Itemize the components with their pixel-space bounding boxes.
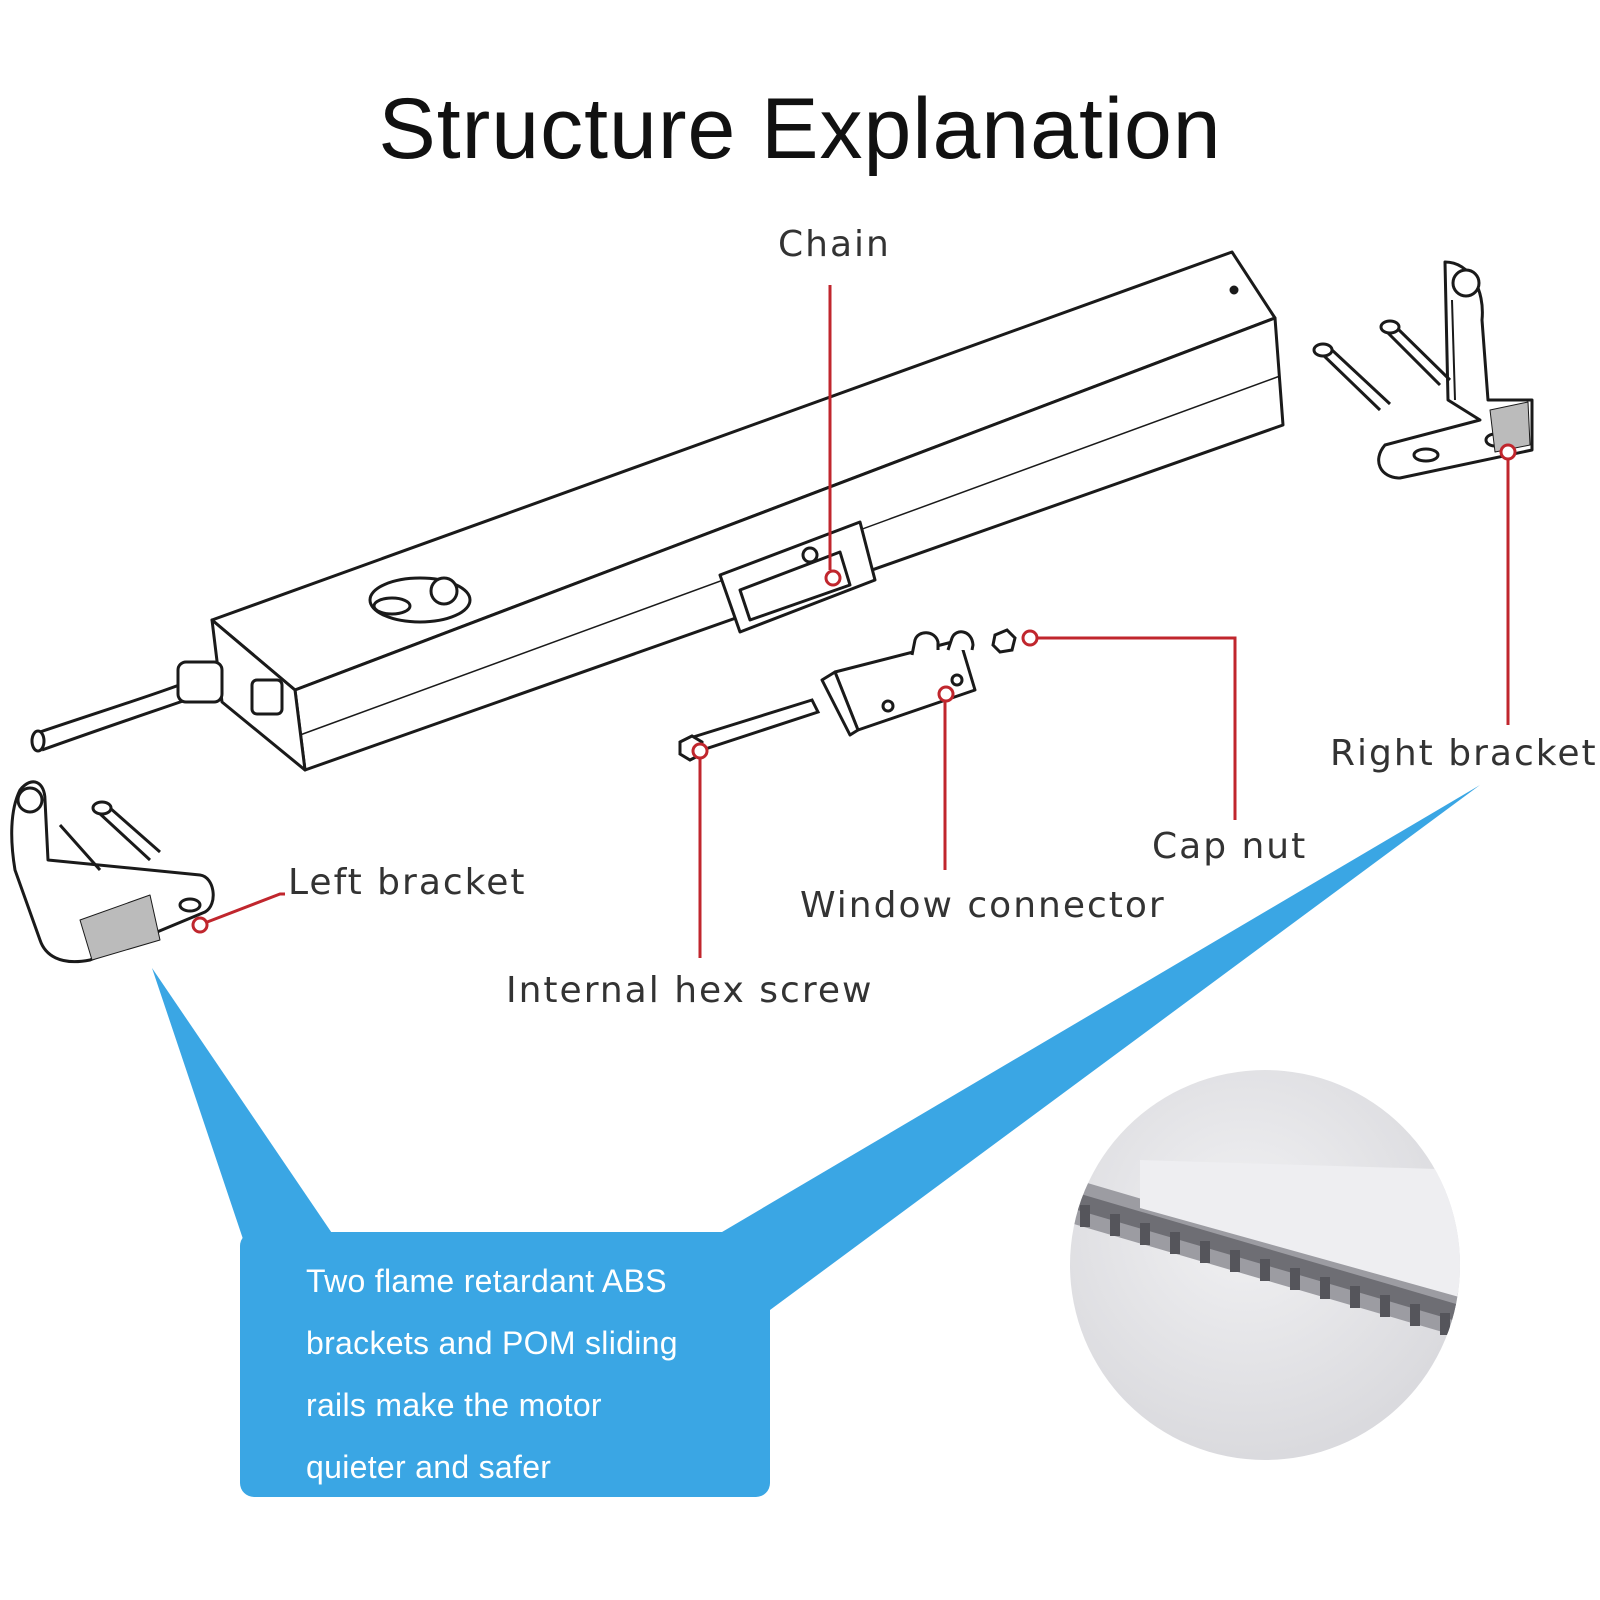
callout-line: quieter and safer [306,1449,552,1485]
callout-line: Two flame retardant ABS [306,1263,667,1299]
right-bracket-illustration [1312,260,1534,480]
window-connector-illustration [820,630,977,737]
page-title: Structure Explanation [378,81,1222,177]
label-left-bracket: Left bracket [288,862,527,903]
label-cap-nut: Cap nut [1152,826,1308,867]
info-callout: Two flame retardant ABS brackets and POM… [240,1232,770,1497]
callout-line: brackets and POM sliding [306,1325,678,1361]
label-internal-hex-screw: Internal hex screw [506,970,874,1011]
leader-lines [191,285,1517,958]
callout-line: rails make the motor [306,1387,602,1423]
callout-pointer-right [700,785,1480,1310]
callout-text: Two flame retardant ABS brackets and POM… [306,1250,766,1498]
callout-pointer-left [152,968,340,1245]
chain-zoom-illustration [1070,1070,1460,1460]
label-right-bracket: Right bracket [1330,733,1598,774]
label-chain: Chain [778,224,891,265]
cap-nut-illustration [991,628,1017,654]
left-bracket-illustration [10,780,215,964]
actuator-motor [30,250,1285,772]
label-window-connector: Window connector [800,885,1166,926]
